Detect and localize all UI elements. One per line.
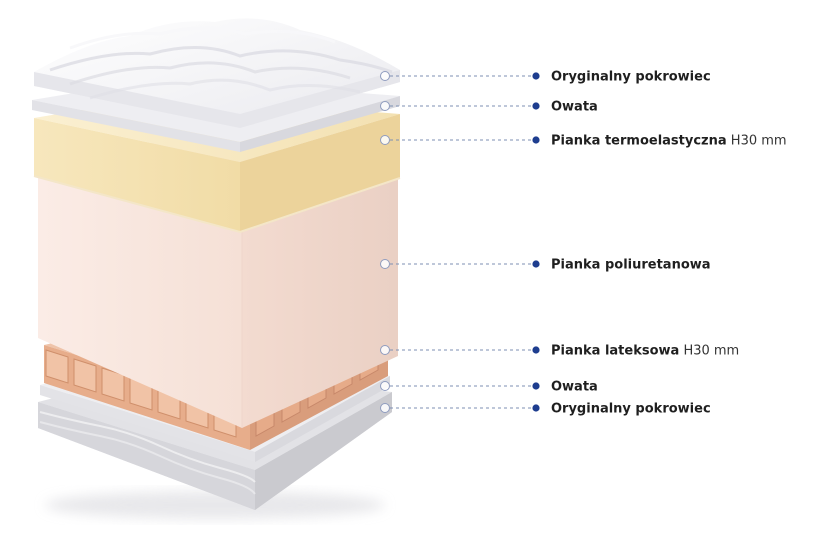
layer-marker-ring	[381, 136, 390, 145]
label-dot	[532, 72, 539, 79]
layer-callout: Pianka poliuretanowa	[381, 258, 711, 273]
layer-name: Pianka termoelastyczna	[551, 134, 727, 149]
label-dot	[532, 346, 539, 353]
layer-label: Oryginalny pokrowiec	[551, 70, 711, 85]
label-dot	[532, 382, 539, 389]
label-dot	[532, 404, 539, 411]
layer-callout: Pianka lateksowa H30 mm	[381, 344, 740, 359]
layer-marker-ring	[381, 260, 390, 269]
layer-name: Pianka lateksowa	[551, 344, 679, 359]
layer-label: Pianka lateksowa H30 mm	[551, 344, 739, 359]
layer-callout: Oryginalny pokrowiec	[381, 70, 711, 85]
layer-label: Pianka poliuretanowa	[551, 258, 711, 273]
layer-callout: Oryginalny pokrowiec	[381, 402, 711, 417]
layer-name: Oryginalny pokrowiec	[551, 70, 711, 85]
layer-name: Oryginalny pokrowiec	[551, 402, 711, 417]
layer-callout: Owata	[381, 380, 598, 395]
layer-label: Pianka termoelastyczna H30 mm	[551, 134, 787, 149]
layer-marker-ring	[381, 382, 390, 391]
label-dot	[532, 260, 539, 267]
layer-label: Owata	[551, 100, 598, 115]
layer-spec: H30 mm	[679, 344, 739, 359]
label-dot	[532, 136, 539, 143]
layer-marker-ring	[381, 346, 390, 355]
layer-name: Pianka poliuretanowa	[551, 258, 711, 273]
layer-marker-ring	[381, 72, 390, 81]
layer-name: Owata	[551, 380, 598, 395]
layer-label: Oryginalny pokrowiec	[551, 402, 711, 417]
layer-label: Owata	[551, 380, 598, 395]
layer-marker-ring	[381, 102, 390, 111]
layer-callout: Owata	[381, 100, 598, 115]
label-dot	[532, 102, 539, 109]
layer-name: Owata	[551, 100, 598, 115]
layer-spec: H30 mm	[727, 134, 787, 149]
layer-callout: Pianka termoelastyczna H30 mm	[381, 134, 787, 149]
ground-shadow	[45, 491, 385, 519]
layer-marker-ring	[381, 404, 390, 413]
